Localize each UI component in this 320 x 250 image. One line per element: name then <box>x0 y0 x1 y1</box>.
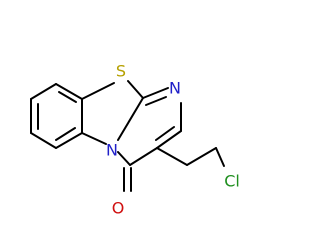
bond-thiazole-2 <box>127 80 144 99</box>
bond-benzene-6 <box>30 83 57 100</box>
bond-sidechain-3 <box>215 147 225 167</box>
bond-pyrimidine-1b <box>145 96 167 106</box>
bond-benzene-inner-2 <box>55 127 76 141</box>
bond-pyrimidine-3b <box>155 126 175 141</box>
bond-benzene-inner-1 <box>58 91 77 103</box>
bond-benzene-4 <box>30 132 57 149</box>
bond-benzene-3 <box>55 132 83 149</box>
sulfur-atom-label: S <box>116 62 126 81</box>
bond-thiazole-1 <box>81 82 115 100</box>
bond-benzene-1 <box>55 83 83 100</box>
nitrogen-bridge-atom-label: N <box>106 141 118 160</box>
bond-thiazole-3 <box>117 97 144 141</box>
bond-sidechain-2 <box>186 147 217 166</box>
bond-pyrimidine-4 <box>129 147 158 166</box>
oxygen-atom-label: O <box>112 199 125 218</box>
nitrogen-ring-atom-label: N <box>169 79 181 98</box>
bond-thiazole-4 <box>81 132 107 145</box>
bond-sidechain-1 <box>156 147 188 166</box>
molecule-drawing: S N N O Cl <box>30 62 240 218</box>
chlorine-atom-label: Cl <box>224 172 240 191</box>
bond-pyrimidine-1 <box>142 87 169 99</box>
bond-pyrimidine-3 <box>156 130 182 149</box>
bond-pyrimidine-5 <box>117 151 131 166</box>
structure-diagram: S N N O Cl <box>30 61 240 218</box>
